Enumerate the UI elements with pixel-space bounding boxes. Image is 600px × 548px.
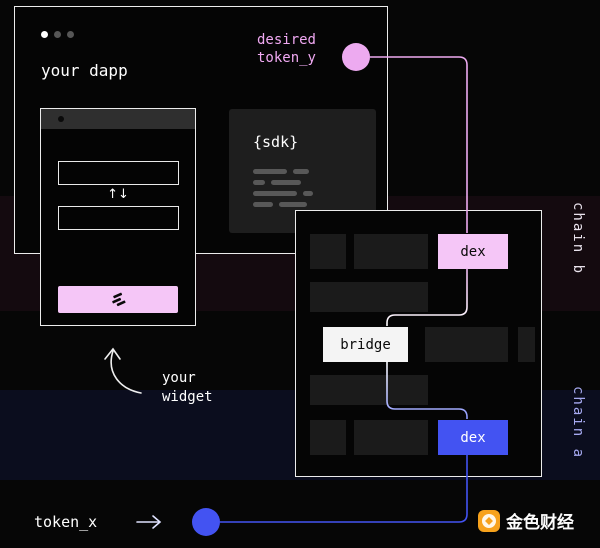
- code-line: [253, 191, 313, 196]
- golden-finance-logo-icon: [478, 509, 500, 532]
- watermark: 金色财经: [477, 508, 574, 533]
- widget-input-top[interactable]: [58, 161, 179, 185]
- widget-input-bottom[interactable]: [58, 206, 179, 230]
- widget-note-line2: widget: [162, 389, 213, 405]
- code-token: [271, 180, 301, 185]
- component-box: [354, 234, 428, 269]
- code-line: [253, 169, 313, 174]
- token-x-node: [192, 508, 220, 536]
- chain-b-label: chain b: [570, 202, 586, 276]
- widget-titlebar: [41, 109, 195, 129]
- window-dot-icon: [41, 31, 48, 38]
- dapp-title: your dapp: [41, 61, 128, 80]
- desired-token-line2: token_y: [256, 50, 316, 66]
- window-dot-icon: [54, 31, 61, 38]
- code-line: [253, 180, 313, 185]
- curved-arrow-icon: [104, 347, 142, 394]
- code-token: [293, 169, 309, 174]
- code-token: [253, 169, 287, 174]
- window-dot-icon: [67, 31, 74, 38]
- widget-window: ↑↓: [40, 108, 196, 326]
- jumper-logo-icon: [112, 292, 126, 306]
- widget-action-button[interactable]: [58, 286, 178, 313]
- bridge-node: bridge: [323, 327, 408, 362]
- widget-note-line1: your: [162, 370, 196, 386]
- widget-titlebar-dot-icon: [58, 116, 64, 122]
- code-line: [253, 202, 313, 207]
- component-box: [425, 327, 508, 362]
- code-token: [303, 191, 313, 196]
- window-controls: [41, 31, 74, 38]
- desired-token-label: desired token_y: [200, 31, 316, 67]
- code-token: [253, 202, 273, 207]
- component-box: [310, 375, 428, 405]
- sdk-label: {sdk}: [253, 133, 299, 151]
- chain-a-label: chain a: [570, 386, 586, 460]
- component-box: [310, 282, 428, 312]
- component-box: [310, 420, 346, 455]
- component-box: [310, 234, 346, 269]
- watermark-text: 金色财经: [506, 513, 574, 533]
- dex-node-top: dex: [438, 234, 508, 269]
- arrow-right-icon: [136, 515, 162, 529]
- swap-icon[interactable]: ↑↓: [107, 187, 129, 202]
- component-box: [518, 327, 535, 362]
- code-lines: [253, 169, 313, 213]
- flow-diagram: dex bridge dex: [295, 210, 542, 477]
- code-token: [253, 191, 297, 196]
- widget-note: your widget: [162, 369, 213, 407]
- dex-node-bottom: dex: [438, 420, 508, 455]
- code-token: [253, 180, 265, 185]
- token-x-label: token_x: [34, 513, 98, 531]
- token-y-node: [342, 43, 370, 71]
- component-box: [354, 420, 428, 455]
- desired-token-line1: desired: [256, 32, 316, 48]
- code-token: [279, 202, 307, 207]
